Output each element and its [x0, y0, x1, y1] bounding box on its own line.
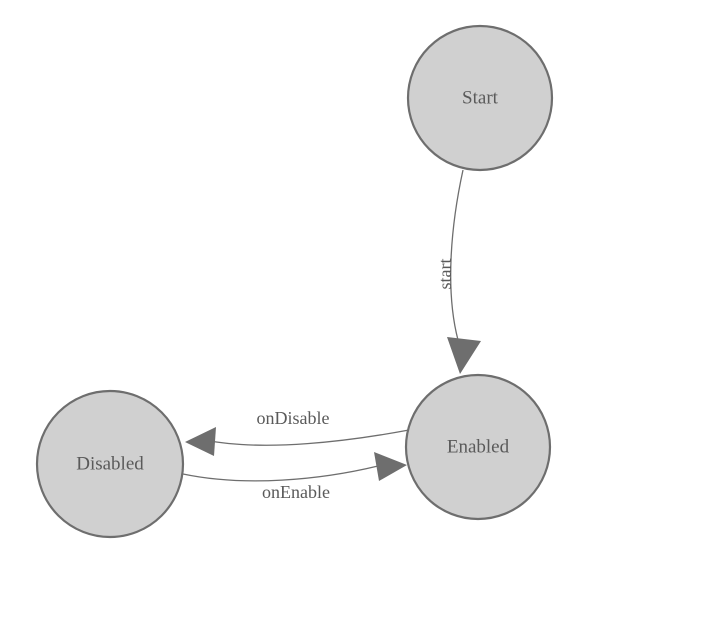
edge-label-on-enable: onEnable [262, 482, 330, 502]
edge-disabled-to-enabled[interactable]: onEnable [182, 452, 407, 502]
edge-line-disabled-to-enabled [182, 465, 379, 482]
state-node-start[interactable]: Start [406, 24, 554, 172]
arrow-head-disabled-to-enabled [374, 452, 407, 481]
state-node-disabled[interactable]: Disabled [35, 389, 185, 539]
edge-label-start: start [435, 259, 455, 290]
state-node-enabled[interactable]: Enabled [404, 373, 552, 521]
edge-label-on-disable: onDisable [257, 408, 330, 428]
edge-line-enabled-to-disabled [204, 429, 410, 446]
state-circle-disabled [35, 389, 185, 539]
state-circle-start [406, 24, 554, 172]
state-label-disabled: Disabled [76, 453, 144, 474]
state-label-enabled: Enabled [447, 436, 510, 457]
arrow-head-enabled-to-disabled [185, 427, 216, 456]
state-label-start: Start [462, 87, 499, 108]
edge-line-start-to-enabled [450, 169, 464, 341]
edge-enabled-to-disabled[interactable]: onDisable [185, 408, 410, 456]
edge-start-to-enabled[interactable]: start [435, 169, 481, 374]
state-circle-enabled [404, 373, 552, 521]
arrow-head-start-to-enabled [447, 337, 481, 374]
